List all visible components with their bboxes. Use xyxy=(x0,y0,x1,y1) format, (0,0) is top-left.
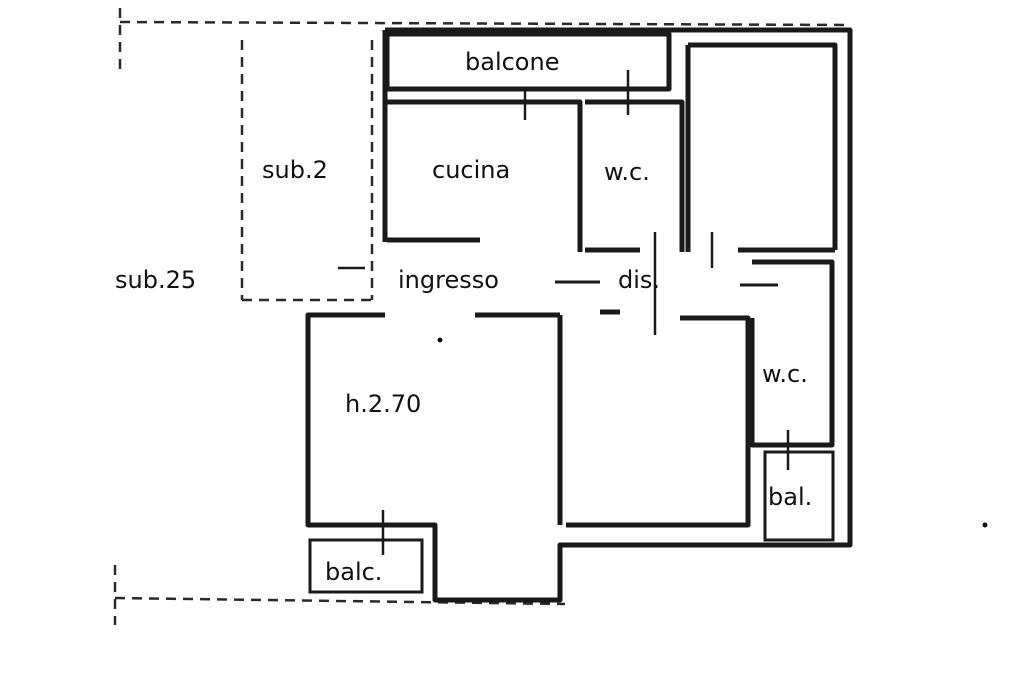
bottom-left-balcony-walls xyxy=(308,538,424,594)
label-balc: balc. xyxy=(325,558,382,586)
label-balcone: balcone xyxy=(465,48,559,76)
right-balcony-walls xyxy=(763,450,835,542)
label-sub25: sub.25 xyxy=(115,266,196,294)
label-cucina: cucina xyxy=(432,156,510,184)
label-height: h.2.70 xyxy=(345,390,421,418)
top-wc-walls xyxy=(585,99,685,253)
living-room-walls xyxy=(557,309,751,528)
label-sub2: sub.2 xyxy=(262,156,328,184)
label-ingresso: ingresso xyxy=(398,266,499,294)
center-dot xyxy=(437,337,443,343)
kitchen-walls xyxy=(387,99,583,252)
label-bal: bal. xyxy=(768,483,812,511)
door-marks xyxy=(338,70,790,555)
right-wc-walls xyxy=(749,259,835,448)
top-balcony xyxy=(384,31,672,92)
corridor-walls xyxy=(475,280,778,318)
property-boundary xyxy=(113,8,851,625)
edge-dot xyxy=(982,522,988,528)
sub2-boundary xyxy=(240,40,374,302)
label-wc-top: w.c. xyxy=(604,158,650,186)
label-dis: dis. xyxy=(618,266,660,294)
label-wc-right: w.c. xyxy=(762,360,808,388)
top-right-room-walls xyxy=(685,42,838,253)
